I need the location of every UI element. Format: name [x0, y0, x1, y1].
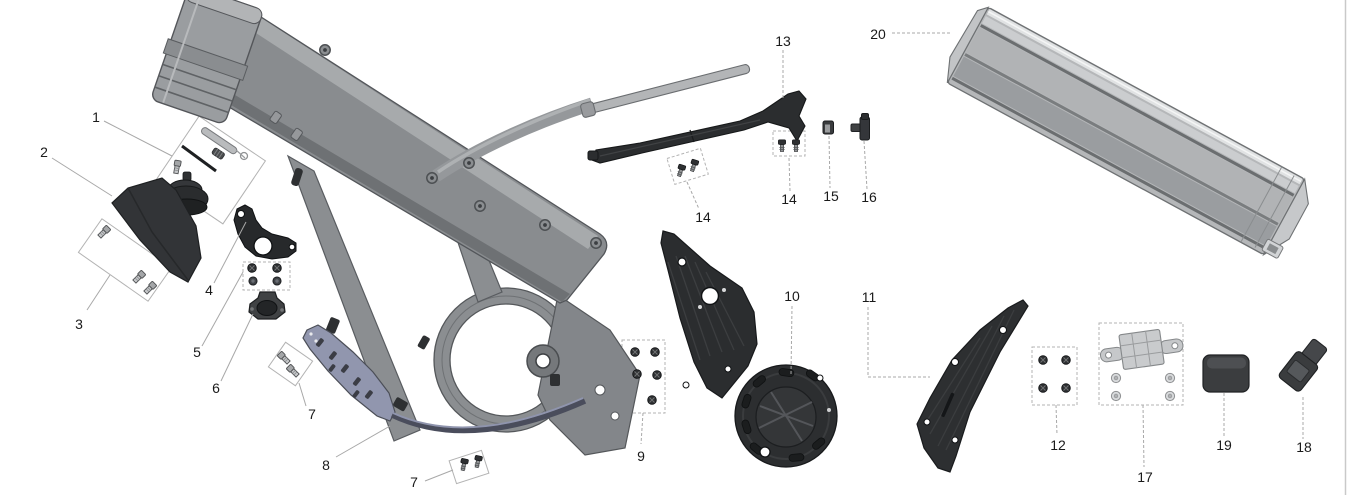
callout-label-5: 5	[193, 344, 201, 360]
callout-label-20: 20	[870, 26, 886, 42]
callout-label-16: 16	[861, 189, 877, 205]
callout-box-14-left	[666, 147, 709, 185]
callout-label-10: 10	[784, 288, 800, 304]
seat-rail	[580, 64, 751, 118]
callout-label-7-lower: 7	[410, 474, 418, 490]
callout-label-2: 2	[40, 144, 48, 160]
part-8-chain-guide	[302, 324, 587, 434]
part-15-spacer	[822, 120, 834, 135]
callout-label-17: 17	[1137, 469, 1153, 485]
clip-ring	[239, 151, 249, 161]
guide-tail	[390, 398, 587, 434]
callout-label-12: 12	[1050, 437, 1066, 453]
callout-box-12	[1031, 346, 1078, 406]
part-19-rubber-cap	[1202, 354, 1250, 393]
spring	[211, 147, 225, 160]
callout-labels: 1 2 3 4 5 6 7 8 7 9 10 11 12 13 14 14 15…	[40, 26, 1312, 490]
callout-label-4: 4	[205, 282, 213, 298]
part-14-screws-right	[778, 139, 800, 152]
part-11-side-panel	[916, 299, 1029, 473]
part-7-bolts-upper	[276, 350, 301, 379]
part-4-bracket	[233, 204, 297, 260]
callout-label-7-upper: 7	[308, 406, 316, 422]
callout-label-3: 3	[75, 316, 83, 332]
head-tube	[152, 0, 263, 124]
kit-screw	[172, 159, 182, 175]
part-2-upper-cover	[111, 177, 202, 283]
callout-label-11: 11	[862, 289, 877, 305]
callout-box-17	[1098, 322, 1184, 406]
callout-label-8: 8	[322, 457, 330, 473]
part-18-charge-plug	[1278, 338, 1328, 392]
callout-boxes	[77, 115, 1184, 485]
part-17-bracket-kit	[1099, 328, 1184, 402]
callout-label-18: 18	[1296, 439, 1312, 455]
part-14-screws-left	[675, 158, 700, 178]
part-12-screws	[1038, 355, 1071, 393]
callout-label-14-right: 14	[781, 191, 797, 207]
beam-top-highlight	[242, 12, 598, 249]
callout-label-13: 13	[775, 33, 791, 49]
callout-label-6: 6	[212, 380, 220, 396]
callout-label-14-left: 14	[695, 209, 711, 225]
part-7-bolts-lower	[458, 454, 484, 472]
seat-stay	[432, 97, 594, 182]
part-16-connector-plug	[850, 113, 870, 141]
axle-rod	[181, 144, 217, 173]
frame-assembly	[152, 0, 751, 456]
callout-box-5	[242, 261, 291, 291]
callout-box-7-lower	[448, 449, 490, 485]
part-5-screws	[247, 263, 282, 286]
callout-label-9: 9	[637, 448, 645, 464]
front-strut	[286, 154, 421, 442]
part-13-rail-guard	[587, 90, 807, 164]
callout-label-15: 15	[823, 188, 839, 204]
part-20-battery	[946, 6, 1309, 259]
callout-label-1: 1	[92, 109, 100, 125]
beam-bottom-shade	[226, 92, 570, 302]
main-beam	[223, 9, 608, 304]
part-10-motor-cover	[660, 230, 838, 468]
callout-box-3	[77, 218, 173, 302]
cable-guides	[291, 167, 560, 412]
callout-label-19: 19	[1216, 437, 1232, 453]
leader-lines	[51, 32, 1304, 482]
part-6-port-cover	[248, 291, 286, 320]
callout-box-14-right	[772, 130, 806, 157]
callout-box-7-upper	[267, 341, 314, 387]
